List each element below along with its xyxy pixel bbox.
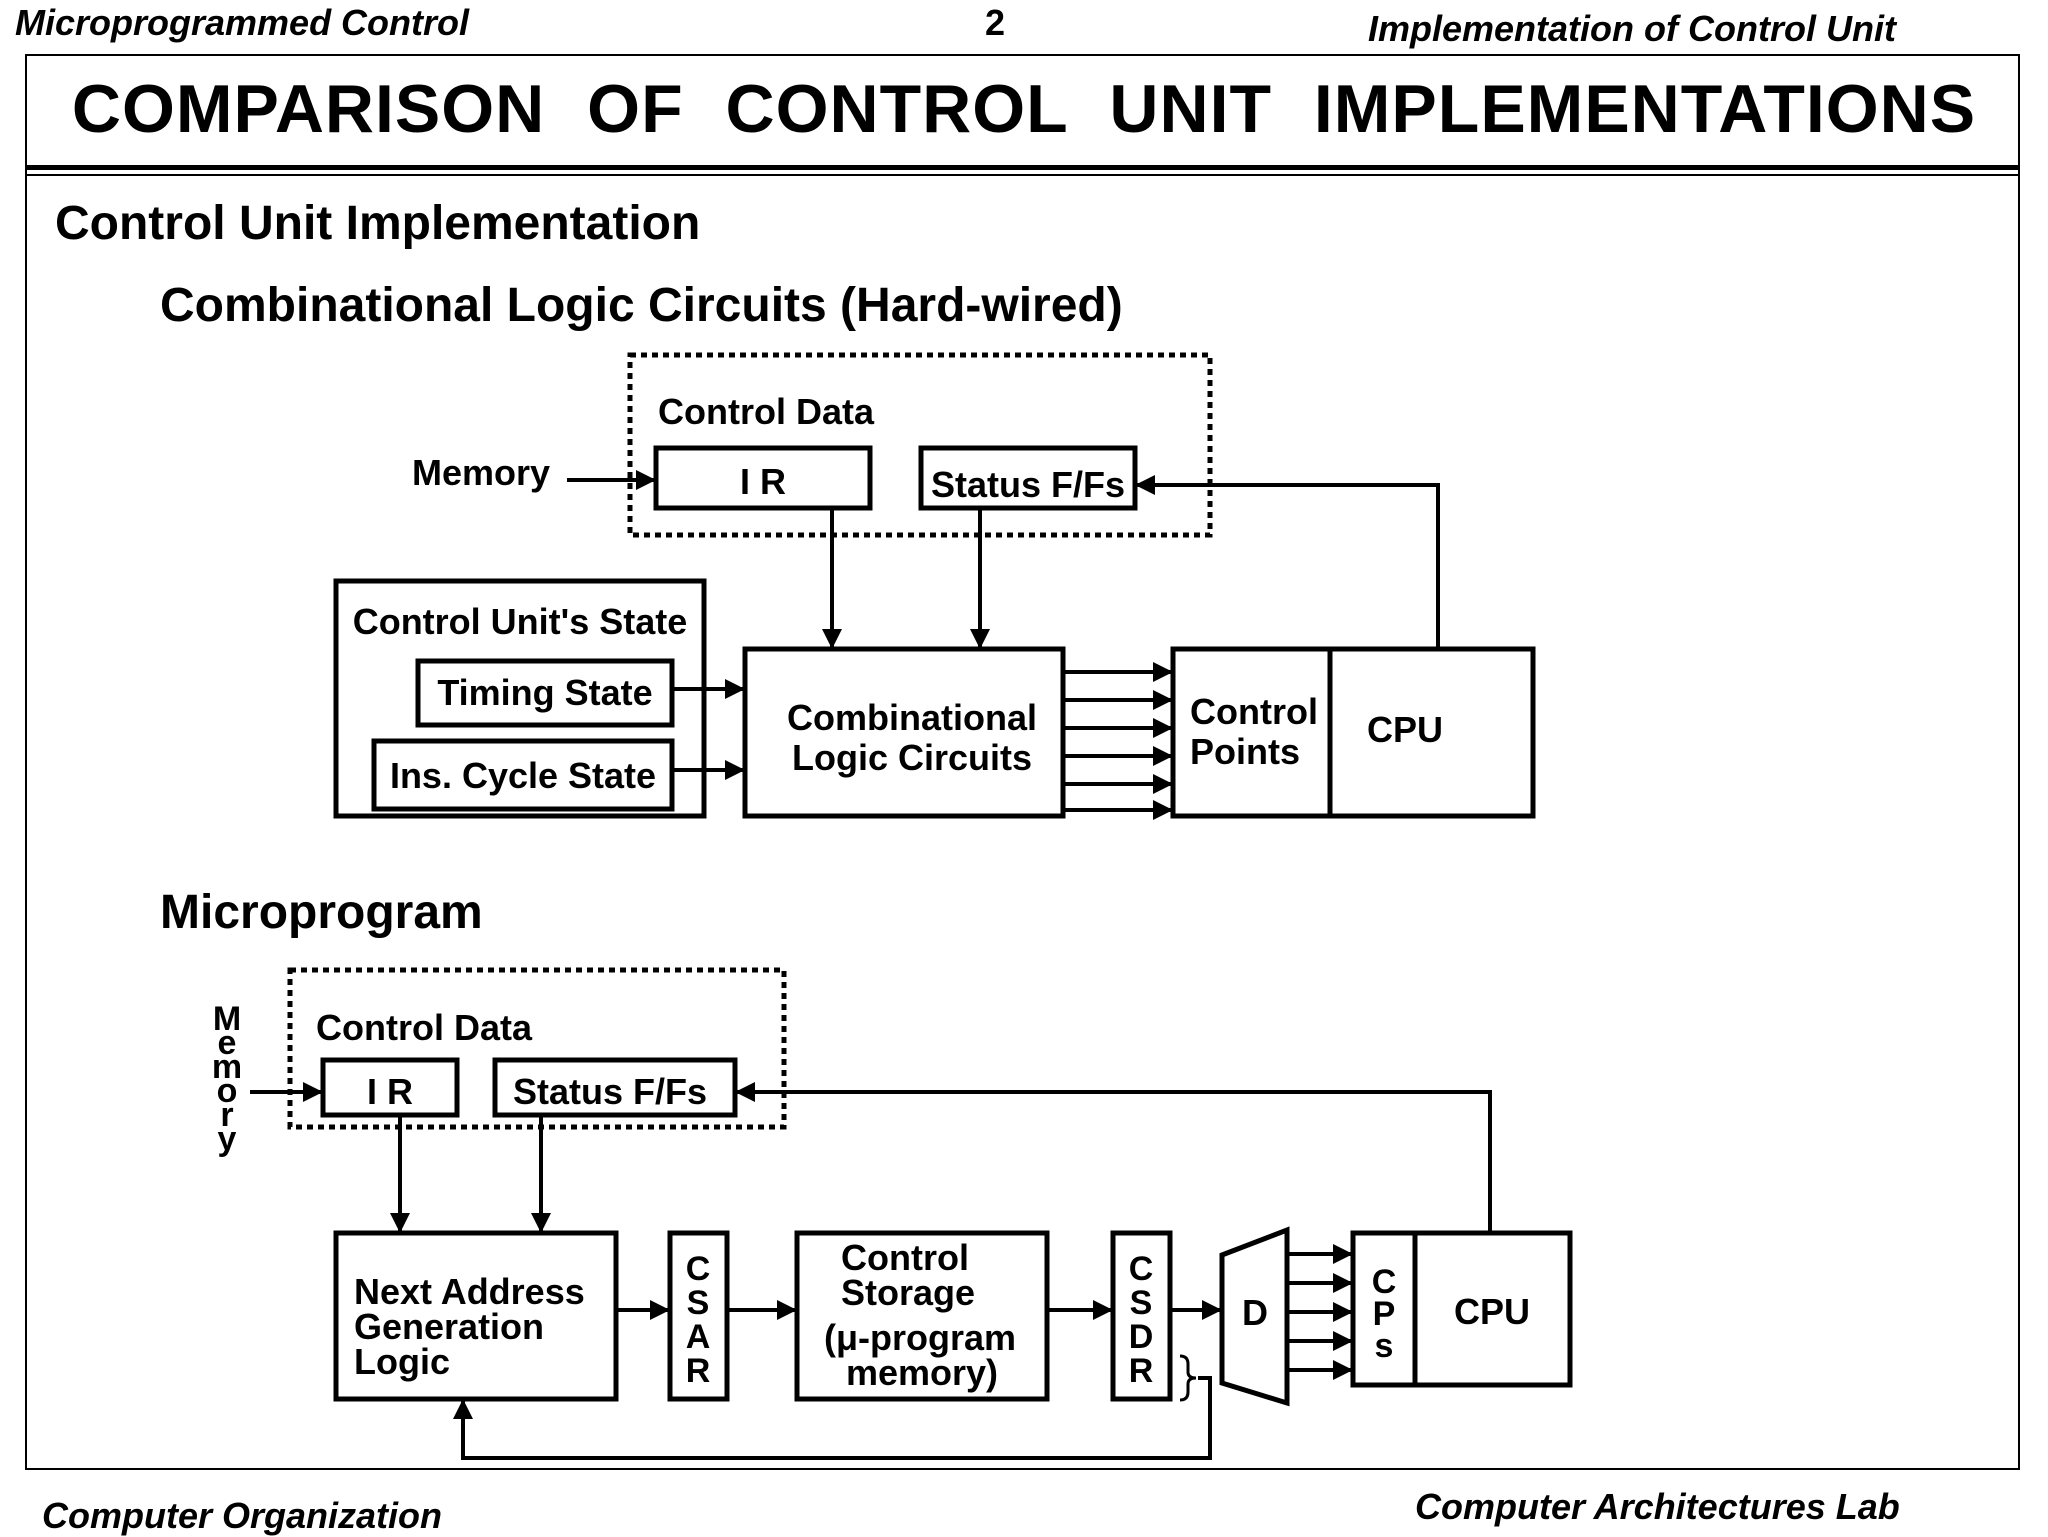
mp-cpu-feedback-arrow (735, 1082, 1492, 1233)
mp-csar-box (667, 1230, 730, 1402)
footer-left: Computer Organization (42, 1495, 443, 1536)
mp-decoder-shape (1219, 1226, 1290, 1407)
microprogram-diagram (250, 967, 1573, 1460)
mp-storage-label-3: (μ-program (824, 1317, 1016, 1358)
mp-cps-label-s: s (1375, 1327, 1394, 1365)
hw-ins-cycle-label: Ins. Cycle State (390, 755, 656, 796)
mp-memory-label-m: M (213, 1000, 241, 1038)
section-heading: Control Unit Implementation (55, 197, 701, 250)
mp-memory-label-e: e (218, 1024, 237, 1062)
hw-cpu-box (1170, 646, 1536, 819)
mp-cpu-label: CPU (1454, 1291, 1530, 1332)
mp-control-data-label: Control Data (316, 1007, 533, 1048)
header-right: Implementation of Control Unit (1368, 8, 1896, 49)
mp-csar-label-r: R (686, 1352, 711, 1390)
mp-csar-label-a: A (686, 1318, 711, 1356)
title-rule-thick (25, 165, 2020, 170)
hw-control-points-label-1: Control (1190, 691, 1318, 732)
hardwired-diagram (333, 352, 1536, 820)
mp-control-data-box (287, 967, 787, 1130)
mp-csdr-box (1110, 1230, 1173, 1402)
hardwired-labels: Control Data Memory I R Status F/Fs Cont… (353, 391, 1443, 796)
header-left: Microprogrammed Control (15, 2, 470, 43)
hw-comb-box (742, 646, 1066, 819)
microprogram-labels: M e m o r y Control Data I R Status F/Fs… (212, 1000, 1530, 1393)
hw-timing-label: Timing State (437, 672, 652, 713)
mp-cpu-box (1350, 1230, 1573, 1388)
hw-timing-box (415, 658, 675, 728)
mp-control-point-arrows (1287, 1244, 1353, 1380)
hw-ir-box (653, 445, 873, 511)
hw-ins-cycle-box (371, 738, 675, 812)
mp-csar-label-s: S (687, 1284, 710, 1322)
mp-memory-label-y: y (218, 1120, 237, 1158)
page-number: 2 (985, 2, 1006, 43)
mp-csdr-label-s: S (1130, 1284, 1153, 1322)
hw-control-data-label: Control Data (658, 391, 875, 432)
mp-cps-label-p: P (1373, 1295, 1396, 1333)
mp-next-addr-box (333, 1230, 619, 1402)
hw-memory-label: Memory (412, 452, 550, 493)
hw-ir-label: I R (740, 461, 786, 502)
hw-comb-label-1: Combinational (787, 697, 1037, 738)
hardwired-heading: Combinational Logic Circuits (Hard-wired… (160, 279, 1123, 332)
mp-status-label: Status F/Fs (513, 1071, 707, 1112)
microprogram-heading: Microprogram (160, 886, 483, 939)
mp-storage-box (794, 1230, 1050, 1402)
mp-ir-label: I R (367, 1071, 413, 1112)
slide-frame (25, 54, 2020, 1470)
slide-title: COMPARISON OF CONTROL UNIT IMPLEMENTATIO… (71, 71, 1977, 147)
mp-memory-label-m2: m (212, 1048, 242, 1086)
mp-memory-label-o: o (217, 1072, 238, 1110)
mp-csdr-brace (1179, 1354, 1197, 1402)
hw-cu-state-box (333, 578, 707, 819)
mp-csdr-label-c: C (1129, 1250, 1154, 1288)
mp-next-addr-label-3: Logic (354, 1341, 450, 1382)
mp-decoder-label: D (1242, 1292, 1268, 1333)
hw-comb-label-2: Logic Circuits (792, 737, 1032, 778)
mp-csar-label-c: C (686, 1250, 711, 1288)
hw-cpu-feedback-arrow (1135, 475, 1440, 649)
mp-memory-label-r: r (220, 1096, 233, 1134)
hw-control-points-label-2: Points (1190, 731, 1300, 772)
mp-storage-label-1: Control (841, 1237, 969, 1278)
hw-control-data-box (627, 352, 1213, 538)
mp-cps-label-c: C (1372, 1263, 1397, 1301)
mp-next-address-feedback-arrow (453, 1376, 1212, 1460)
mp-ir-box (320, 1057, 460, 1118)
mp-storage-label-2: Storage (841, 1272, 975, 1313)
title-rule-thin (25, 174, 2020, 176)
hw-cu-state-label: Control Unit's State (353, 601, 688, 642)
mp-csdr-label-d: D (1129, 1318, 1154, 1356)
hw-cpu-label: CPU (1367, 709, 1443, 750)
hw-control-signal-arrows (1063, 662, 1173, 820)
mp-storage-label-4: memory) (846, 1352, 998, 1393)
mp-next-addr-label-1: Next Address (354, 1271, 585, 1312)
mp-next-addr-label-2: Generation (354, 1306, 544, 1347)
hw-status-label: Status F/Fs (931, 464, 1125, 505)
mp-csdr-label-r: R (1129, 1352, 1154, 1390)
footer-right: Computer Architectures Lab (1415, 1486, 1900, 1527)
